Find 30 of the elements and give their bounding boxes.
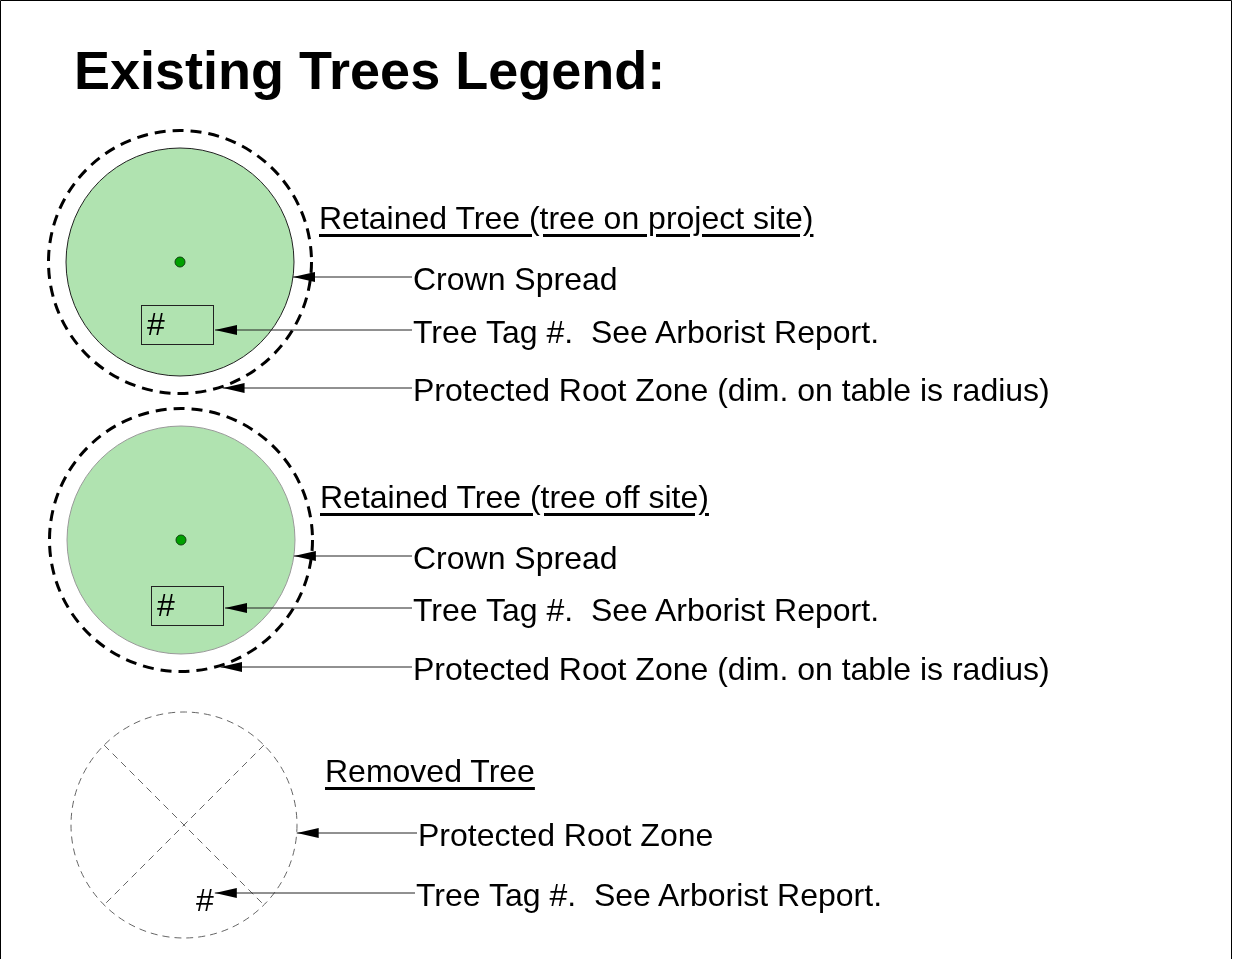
leader-text: Protected Root Zone (dim. on table is radius) <box>413 651 1050 687</box>
leader-arrow <box>296 828 418 838</box>
removed-tree-circle <box>71 712 297 938</box>
leader-arrow <box>214 888 416 898</box>
leader-text: Crown Spread <box>413 261 618 297</box>
crown-circle <box>67 426 295 654</box>
legend-heading: Retained Tree (tree off site) <box>320 479 709 515</box>
leader-arrow <box>292 272 413 282</box>
leader-arrow <box>220 662 413 672</box>
tag-box <box>141 305 214 345</box>
tag-symbol: # <box>147 307 165 341</box>
leader-arrow <box>224 603 413 613</box>
tag-symbol: # <box>196 882 214 918</box>
leader-text: Tree Tag #. See Arborist Report. <box>413 314 879 350</box>
root-zone-circle <box>48 407 314 673</box>
root-zone-circle <box>47 129 313 395</box>
legend-title: Existing Trees Legend: <box>74 39 666 102</box>
leader-text: Protected Root Zone <box>418 817 714 853</box>
tag-symbol: # <box>157 588 175 622</box>
tag-box <box>151 586 224 626</box>
leader-text: Tree Tag #. See Arborist Report. <box>416 877 882 913</box>
crown-circle <box>66 148 294 376</box>
leader-text: Tree Tag #. See Arborist Report. <box>413 592 879 628</box>
legend-heading: Retained Tree (tree on project site) <box>319 200 814 236</box>
leader-arrow <box>214 325 413 335</box>
legend-heading: Removed Tree <box>325 753 535 789</box>
leader-arrow <box>222 383 413 393</box>
leader-text: Crown Spread <box>413 540 618 576</box>
leader-arrow <box>293 551 413 561</box>
leader-text: Protected Root Zone (dim. on table is radius) <box>413 372 1050 408</box>
